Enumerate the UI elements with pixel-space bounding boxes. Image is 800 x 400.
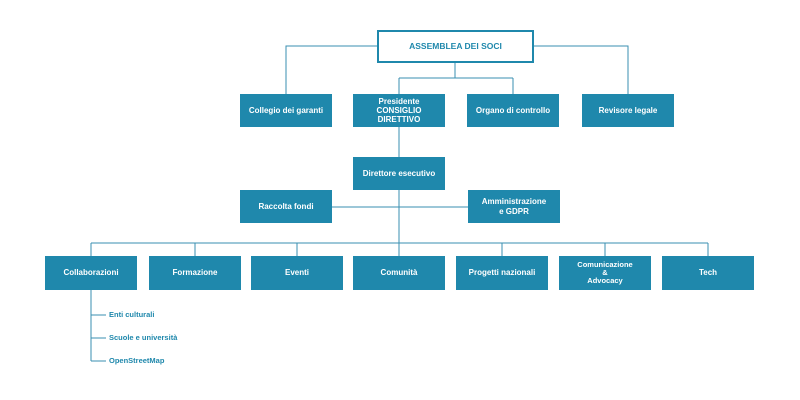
- collaborazioni-item: Enti culturali: [109, 310, 155, 319]
- progetti-nazionali-box: Progetti nazionali: [456, 256, 548, 290]
- comunita-box: Comunità: [353, 256, 445, 290]
- collaborazioni-box: Collaborazioni: [45, 256, 137, 290]
- connector-level2-bus: [398, 77, 514, 94]
- connector-collaborazioni-list: [90, 290, 106, 362]
- raccolta-fondi-box: Raccolta fondi: [240, 190, 332, 223]
- connector-assembly-right: [534, 45, 629, 94]
- connector-areas-drops: [90, 243, 709, 256]
- collegio-garanti-box: Collegio dei garanti: [240, 94, 332, 127]
- presidente-box: Presidente CONSIGLIO DIRETTIVO: [353, 94, 445, 127]
- tech-box: Tech: [662, 256, 754, 290]
- eventi-box: Eventi: [251, 256, 343, 290]
- formazione-box: Formazione: [149, 256, 241, 290]
- direttore-esecutivo-box: Direttore esecutivo: [353, 157, 445, 190]
- revisore-legale-box: Revisore legale: [582, 94, 674, 127]
- comunicazione-advocacy-box: Comunicazione & Advocacy: [559, 256, 651, 290]
- collaborazioni-item: OpenStreetMap: [109, 356, 165, 365]
- amministrazione-gdpr-box: Amministrazione e GDPR: [468, 190, 560, 223]
- collaborazioni-item: Scuole e università: [109, 333, 178, 342]
- connector-assembly-left: [285, 45, 377, 94]
- organo-controllo-box: Organo di controllo: [467, 94, 559, 127]
- assembly-box: ASSEMBLEA DEI SOCI: [377, 30, 534, 63]
